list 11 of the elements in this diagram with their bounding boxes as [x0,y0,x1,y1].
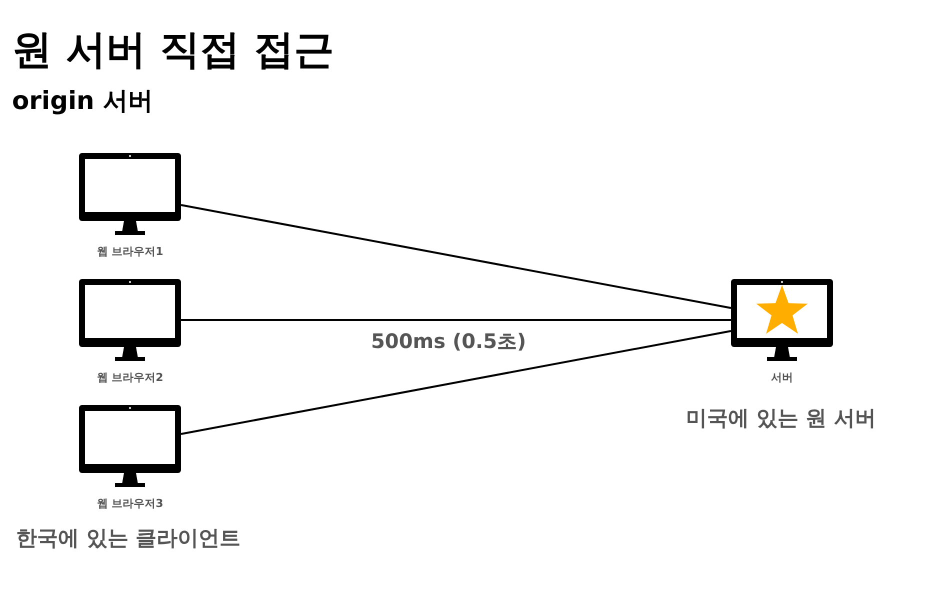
title: 원 서버 직접 접근 [12,26,334,75]
connector-line [180,330,732,435]
monitor-caption: 웹 브라우저1 [96,244,164,259]
monitor-caption: 웹 브라우저3 [96,496,164,511]
monitor-caption: 서버 [770,370,794,385]
group-caption: 한국에 있는 클라이언트 [16,525,241,552]
group-caption: 미국에 있는 원 서버 [686,405,876,432]
subtitle: origin 서버 [12,85,154,117]
connector-line [181,319,731,321]
monitor-caption: 웹 브라우저2 [96,370,164,385]
connector-line [180,204,732,309]
